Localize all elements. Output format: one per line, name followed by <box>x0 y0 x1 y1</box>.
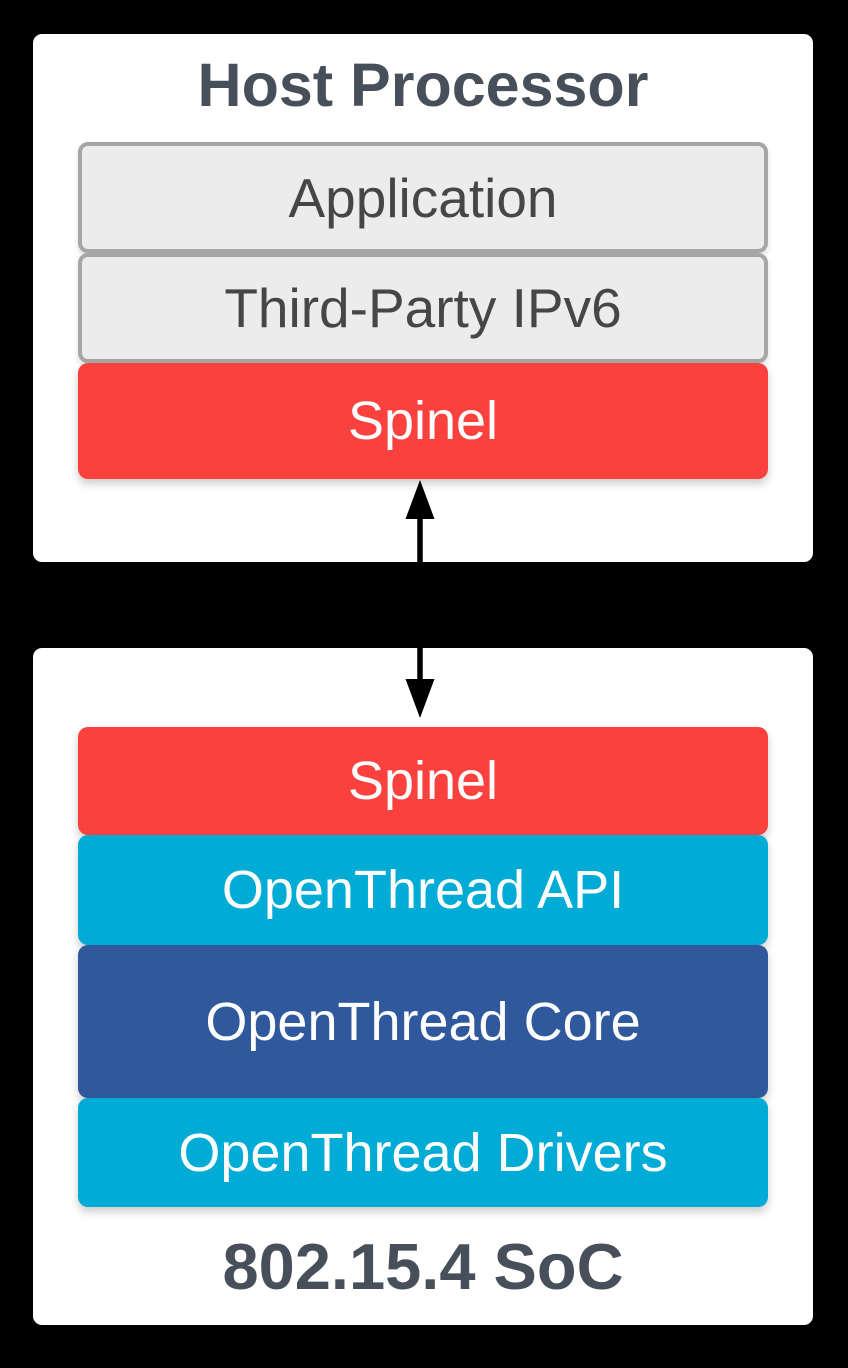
layer-application-label: Application <box>288 166 558 229</box>
layer-openthread-api: OpenThread API <box>78 835 768 945</box>
layer-openthread-api-label: OpenThread API <box>221 860 625 920</box>
layer-spinel-host-label: Spinel <box>347 391 499 451</box>
soc-card: Spinel OpenThread API OpenThread Core Op… <box>33 648 813 1325</box>
layer-spinel-soc-label: Spinel <box>347 751 499 811</box>
soc-card-title: 802.15.4 SoC <box>222 1230 624 1303</box>
bidirectional-arrow-icon <box>405 480 435 718</box>
layer-application: Application <box>78 142 768 253</box>
host-processor-card: Host Processor Application Third-Party I… <box>33 34 813 562</box>
layer-spinel-soc: Spinel <box>78 727 768 835</box>
host-card-title: Host Processor <box>197 51 649 119</box>
layer-openthread-core-label: OpenThread Core <box>205 991 641 1052</box>
layer-third-party-ipv6-label: Third-Party IPv6 <box>224 277 622 339</box>
layer-spinel-host: Spinel <box>78 363 768 479</box>
layer-openthread-drivers: OpenThread Drivers <box>78 1098 768 1207</box>
layer-openthread-core: OpenThread Core <box>78 945 768 1098</box>
layer-openthread-drivers-label: OpenThread Drivers <box>178 1122 668 1183</box>
layer-third-party-ipv6: Third-Party IPv6 <box>78 253 768 363</box>
